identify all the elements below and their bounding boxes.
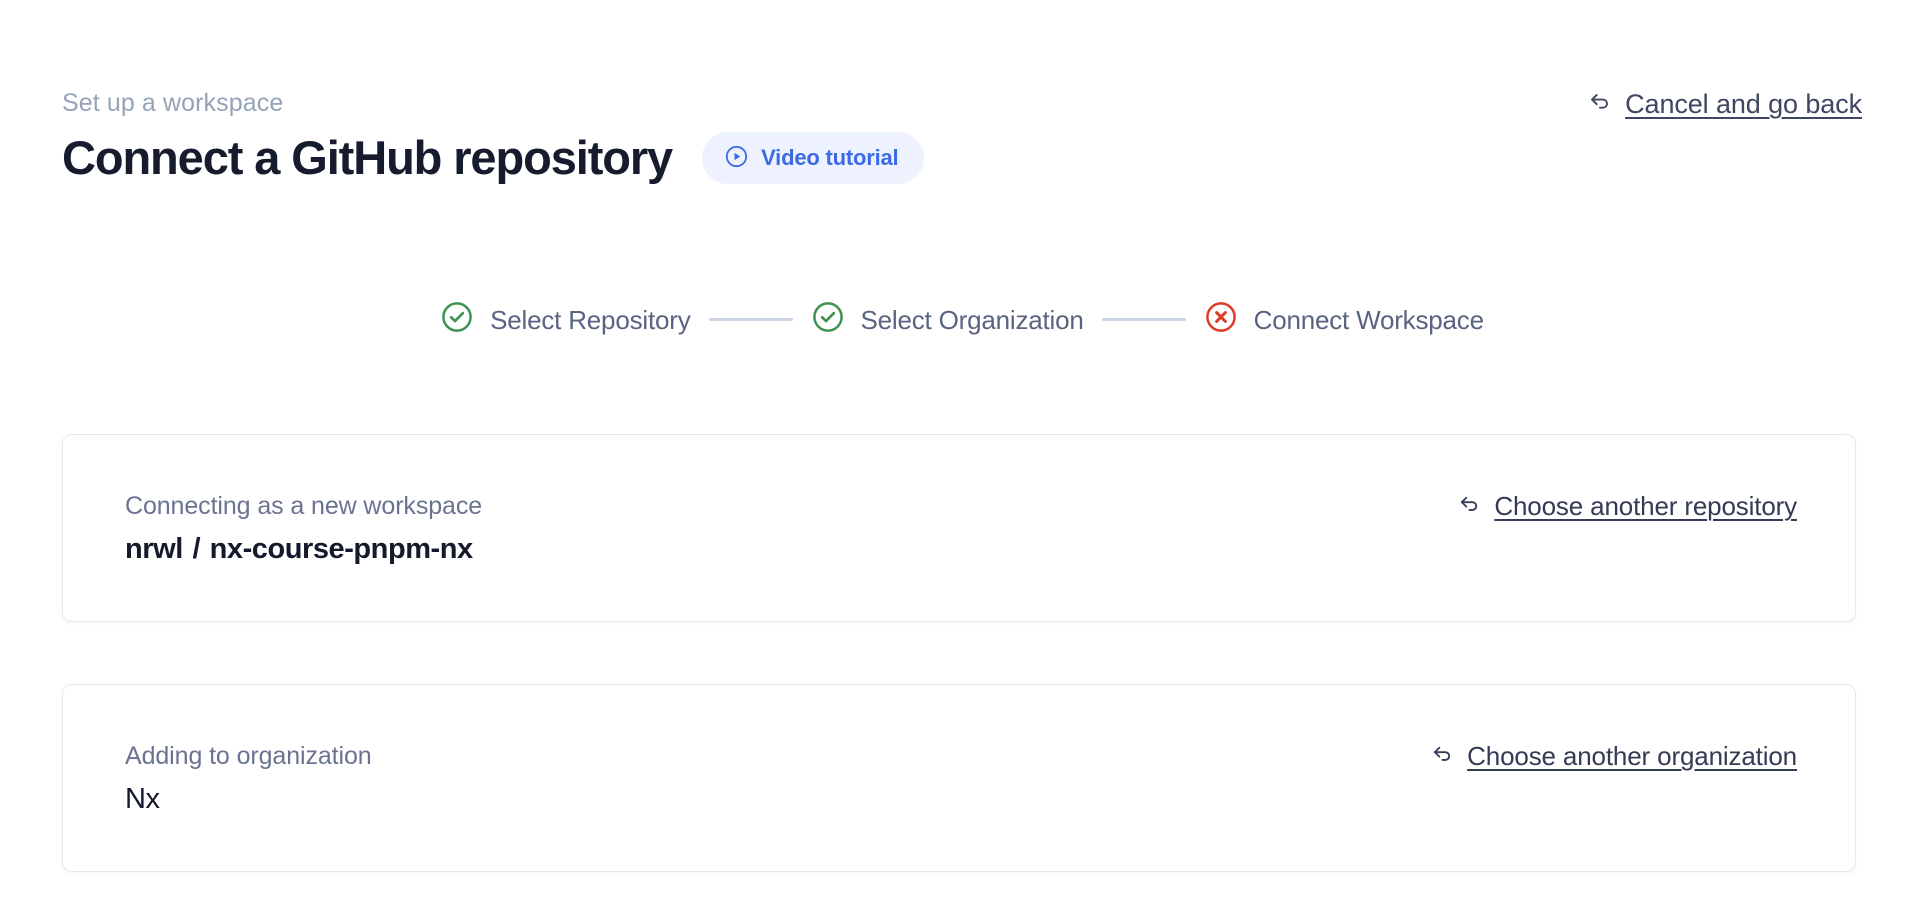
progress-stepper: Select Repository Select Organization Co… xyxy=(0,300,1924,339)
arrow-uturn-left-icon xyxy=(1429,741,1455,772)
x-circle-icon xyxy=(1204,300,1238,339)
play-circle-icon xyxy=(724,144,749,172)
organization-card-caption: Adding to organization xyxy=(125,742,372,770)
step-connector-1 xyxy=(708,318,793,321)
step-connect-workspace[interactable]: Connect Workspace xyxy=(1204,300,1484,339)
page-header: Set up a workspace Connect a GitHub repo… xyxy=(62,88,1862,198)
check-circle-icon xyxy=(440,300,474,339)
repository-owner: nrwl xyxy=(125,533,183,565)
choose-another-repository-label: Choose another repository xyxy=(1494,491,1797,521)
cancel-and-go-back-link[interactable]: Cancel and go back xyxy=(1586,88,1862,120)
step-label-connect-workspace: Connect Workspace xyxy=(1253,304,1484,335)
cancel-and-go-back-label: Cancel and go back xyxy=(1625,89,1862,119)
organization-card: Adding to organization Nx Choose another… xyxy=(62,684,1856,872)
step-select-organization[interactable]: Select Organization xyxy=(811,300,1084,339)
repository-card-caption: Connecting as a new workspace xyxy=(125,492,483,520)
arrow-uturn-left-icon xyxy=(1586,88,1613,120)
repository-card-value: nrwl / nx-course-pnpm-nx xyxy=(125,531,1797,567)
step-connector-2 xyxy=(1101,318,1186,321)
check-circle-icon xyxy=(811,300,845,339)
choose-another-organization-label: Choose another organization xyxy=(1467,741,1797,771)
choose-another-repository-link[interactable]: Choose another repository xyxy=(1456,491,1797,522)
choose-another-organization-link[interactable]: Choose another organization xyxy=(1429,741,1797,772)
title-row: Connect a GitHub repository Video tutori… xyxy=(62,130,1862,186)
page-title: Connect a GitHub repository xyxy=(62,131,673,184)
repository-card-inner: Connecting as a new workspace nrwl / nx-… xyxy=(63,435,1855,621)
repository-separator: / xyxy=(192,533,201,565)
video-tutorial-label: Video tutorial xyxy=(761,145,899,170)
organization-card-value: Nx xyxy=(125,783,160,815)
breadcrumb-eyebrow: Set up a workspace xyxy=(62,89,284,117)
step-select-repository[interactable]: Select Repository xyxy=(440,300,691,339)
repository-name: nx-course-pnpm-nx xyxy=(209,533,473,565)
step-label-select-organization: Select Organization xyxy=(860,304,1084,335)
arrow-uturn-left-icon xyxy=(1456,491,1482,522)
video-tutorial-button[interactable]: Video tutorial xyxy=(702,132,925,184)
repository-card: Connecting as a new workspace nrwl / nx-… xyxy=(62,434,1856,622)
step-label-select-repository: Select Repository xyxy=(490,304,691,335)
organization-card-inner: Adding to organization Nx Choose another… xyxy=(63,685,1855,871)
